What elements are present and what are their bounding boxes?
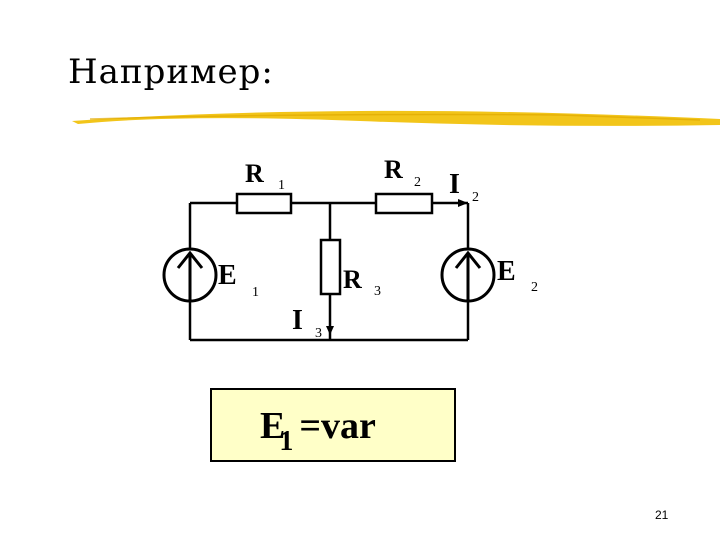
source-e1 [162, 247, 218, 303]
label-r2: R [384, 155, 403, 184]
formula-box: E1=var [210, 388, 456, 462]
label-i3-sub: 3 [315, 326, 322, 341]
label-r1-sub: 1 [278, 178, 285, 193]
current-arrow-i2 [458, 199, 468, 207]
label-i2-sub: 2 [472, 190, 479, 205]
title-underline [72, 110, 720, 126]
label-e1-sub: 1 [252, 285, 259, 300]
label-e1: E [218, 260, 237, 291]
source-e2 [440, 247, 496, 303]
label-i2: I [449, 169, 460, 200]
label-i3: I [292, 305, 303, 336]
current-arrow-i3 [326, 326, 334, 335]
label-r3-sub: 3 [374, 284, 381, 299]
resistor-r2 [374, 192, 434, 215]
label-e2: E [497, 256, 516, 287]
page-title: Например: [68, 52, 274, 92]
page-number: 21 [655, 508, 669, 522]
formula-rest: =var [299, 405, 376, 447]
formula: E1=var [260, 404, 376, 457]
label-r1: R [245, 159, 264, 188]
circuit-diagram: R 1 R 2 I 2 R 3 E 1 E 2 I 3 [162, 155, 538, 342]
label-r2-sub: 2 [414, 175, 421, 190]
resistor-r1 [235, 192, 293, 215]
formula-symbol: E [260, 405, 286, 447]
label-e2-sub: 2 [531, 280, 538, 295]
formula-subscript: 1 [279, 426, 294, 457]
resistor-r3 [319, 238, 342, 296]
label-r3: R [343, 265, 362, 294]
